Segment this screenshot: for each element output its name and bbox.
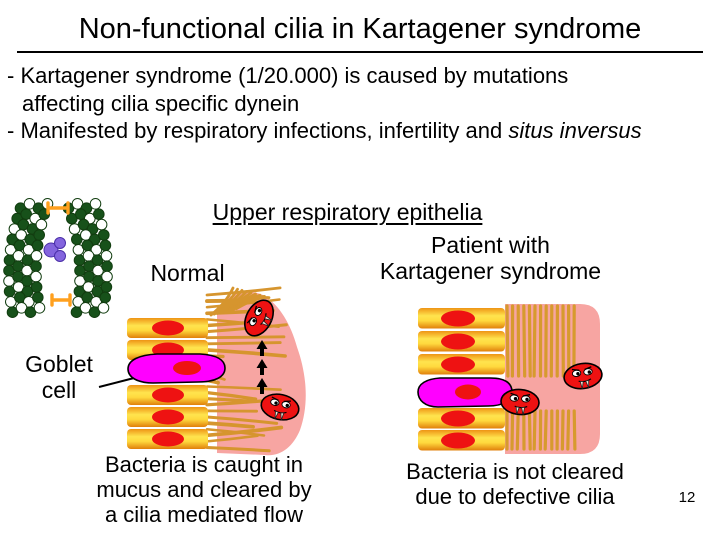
microtubule-doublet-with-dynein-icon bbox=[3, 198, 113, 318]
slide-title: Non-functional cilia in Kartagener syndr… bbox=[78, 13, 642, 45]
normal-label: Normal bbox=[150, 260, 225, 286]
bullet-2-text: - Manifested by respiratory infections, … bbox=[7, 118, 509, 143]
microtubule-right-tube bbox=[62, 198, 113, 318]
microtubule-left-tube bbox=[3, 198, 54, 318]
nexin-link-top-icon bbox=[46, 201, 70, 215]
kartagener-epithelium-diagram bbox=[417, 304, 605, 454]
epithelial-cells bbox=[418, 308, 505, 451]
normal-caption-line-2: mucus and cleared by bbox=[96, 477, 312, 502]
nexin-link-bottom-icon bbox=[50, 293, 72, 307]
epithelial-cells bbox=[127, 318, 208, 449]
bullet-list: - Kartagener syndrome (1/20.000) is caus… bbox=[7, 62, 717, 145]
patient-label-line-2: Kartagener syndrome bbox=[379, 258, 602, 284]
patient-caption-line-1: Bacteria is not cleared bbox=[406, 459, 624, 484]
normal-caption-line-1: Bacteria is caught in bbox=[104, 452, 304, 477]
goblet-cell bbox=[417, 377, 513, 408]
normal-caption: Bacteria is caught in mucus and cleared … bbox=[58, 452, 350, 527]
page-number: 12 bbox=[678, 489, 696, 506]
title-underline bbox=[17, 51, 703, 53]
cell-nuclei bbox=[441, 310, 475, 449]
goblet-label-line-1: Goblet bbox=[25, 351, 93, 377]
upward-flow-arrows-icon bbox=[256, 340, 268, 394]
bullet-2-italic-term: situs inversus bbox=[508, 118, 642, 143]
dynein-arm-icon bbox=[43, 237, 66, 262]
bullet-2: - Manifested by respiratory infections, … bbox=[7, 117, 717, 145]
goblet-cell bbox=[127, 353, 226, 384]
normal-epithelium-diagram bbox=[127, 286, 306, 456]
bullet-1-line-1: - Kartagener syndrome (1/20.000) is caus… bbox=[7, 63, 569, 88]
figure-heading: Upper respiratory epithelia bbox=[212, 199, 483, 225]
bullet-1-line-2: affecting cilia specific dynein bbox=[22, 90, 300, 116]
patient-caption: Bacteria is not cleared due to defective… bbox=[374, 459, 656, 509]
patient-label-line-1: Patient with bbox=[431, 232, 550, 258]
cilia-defective-icon bbox=[505, 304, 577, 451]
patient-label: Patient with Kartagener syndrome bbox=[368, 232, 613, 284]
goblet-cell-label: Goblet cell bbox=[16, 351, 102, 403]
patient-caption-line-2: due to defective cilia bbox=[415, 484, 615, 509]
normal-caption-line-3: a cilia mediated flow bbox=[104, 502, 304, 527]
goblet-label-line-2: cell bbox=[41, 377, 77, 403]
